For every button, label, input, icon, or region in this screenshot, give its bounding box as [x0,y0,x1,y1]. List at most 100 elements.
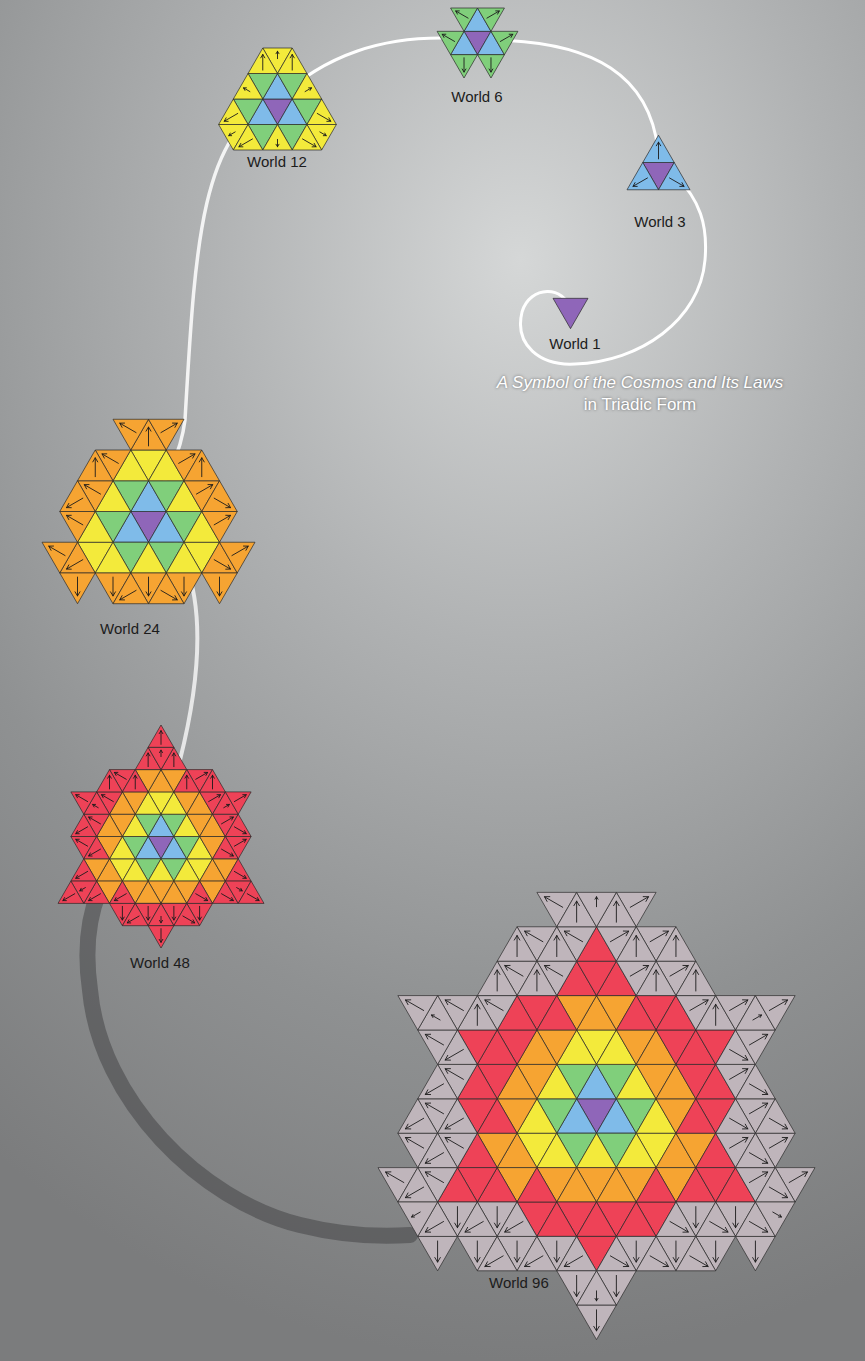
triangle-tile [597,1168,637,1202]
triangle-tile [219,99,248,125]
arrow-mark [670,1222,688,1233]
triangle-tile [418,1236,458,1270]
triangle-tile [202,481,238,512]
triangle-tile [398,1168,438,1202]
triangle-tile [148,903,174,925]
arrow-mark [214,560,230,570]
arrow-mark [63,894,75,901]
arrow-group [386,897,808,1331]
triangle-tile [42,542,78,573]
spiral-line [88,38,706,1236]
triangle-tile [478,55,505,78]
arrow-mark [196,772,208,779]
arrow-mark [425,1103,443,1114]
arrow-mark [222,817,234,824]
triangle-tile [537,1133,577,1167]
arrow-mark [234,827,246,834]
arrow-mark [445,1049,463,1060]
arrow-mark [425,1034,443,1045]
triangle-tile [174,859,200,881]
arrow-mark [487,11,499,18]
arrow-mark [172,906,176,920]
arrow-mark [462,58,466,72]
arrow-mark [445,1118,463,1129]
arrow-mark [89,849,101,856]
arrow-mark [713,1241,719,1262]
arrow-mark [670,965,688,976]
arrow-mark [239,139,253,147]
arrow-mark [93,804,99,807]
triangle-tile [636,1236,676,1270]
arrow-mark [146,906,150,920]
arrow-mark [475,1004,481,1025]
arrow-mark [730,1118,748,1129]
triangle-tile [537,996,577,1030]
triangle-tile [166,542,202,573]
arrow-mark [673,1241,679,1262]
arrow-mark [769,1118,787,1129]
world-figures [42,8,815,1340]
arrow-mark [161,423,177,433]
arrow-mark [217,577,222,596]
triangle-tile [736,1064,776,1098]
arrow-mark [160,916,163,922]
triangle-tile [676,1236,716,1270]
triangle-tile [553,298,588,328]
triangle-tile [174,903,200,925]
arrow-mark [89,894,101,901]
triangle-tile [616,1202,656,1236]
triangle-tile [131,542,167,573]
triangle-tile [248,48,277,74]
arrow-mark [753,1241,759,1262]
arrow-mark [769,1137,787,1148]
arrow-mark [693,1207,699,1228]
arrow-mark [710,1222,728,1233]
arrow-mark [198,906,202,920]
arrow-mark [247,894,259,901]
arrow-group [224,51,331,147]
triangle-tile [643,135,675,162]
triangle-tile [597,1236,637,1270]
arrow-mark [102,795,114,802]
triangle-tile [557,1236,597,1270]
triangle-tile [616,996,656,1030]
triangle-tile [238,881,264,903]
arrow-mark [435,1241,441,1262]
arrow-mark [276,51,279,58]
arrow-mark [224,113,238,121]
spiral-band [88,836,410,1236]
arrow-mark [610,931,628,942]
arrow-mark [690,1000,708,1011]
arrow-mark [276,139,279,146]
arrow-mark [544,965,562,976]
arrow-mark [199,458,204,477]
arrow-mark [303,139,317,147]
arrow-mark [234,871,246,878]
triangle-tile [174,770,200,792]
arrow-mark [769,1000,787,1011]
world-figure [627,135,690,190]
arrow-mark [630,897,648,908]
arrow-mark [425,1222,443,1233]
arrow-mark [290,54,294,70]
arrow-mark [730,1137,748,1148]
arrow-mark [554,1241,560,1262]
arrow-mark [574,901,580,922]
triangle-tile [627,163,659,190]
triangle-tile [95,542,131,573]
triangle-tile [451,8,478,31]
arrow-mark [656,142,660,159]
triangle-tile [577,1305,617,1339]
triangle-tile [517,1236,557,1270]
arrow-mark [75,577,80,596]
world-label: World 48 [130,954,190,971]
triangle-tile [696,1202,736,1236]
triangle-tile [656,927,696,961]
triangle-tile [656,1202,696,1236]
arrow-mark [229,132,235,136]
arrow-mark [172,753,176,767]
world-figure [553,298,588,328]
arrow-mark [514,1241,520,1262]
arrow-mark [76,795,88,802]
